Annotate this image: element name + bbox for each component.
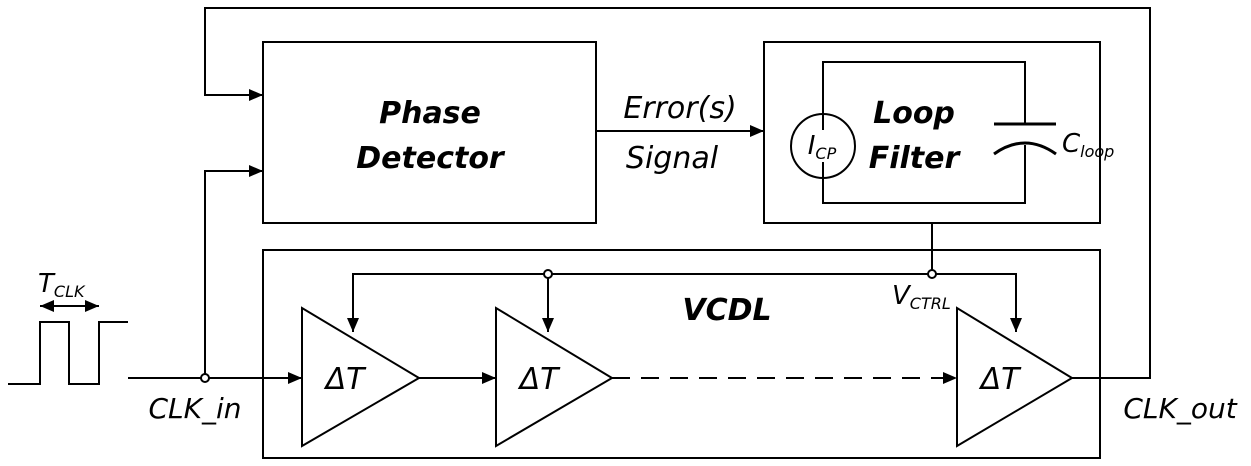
current-source-label: ICP xyxy=(808,131,837,163)
junction-control-tap xyxy=(543,269,553,279)
loop-filter-label-2: Filter xyxy=(869,141,962,176)
error-signal-label-1: Error(s) xyxy=(623,91,736,126)
clk-in-label: CLK_in xyxy=(148,392,241,425)
junction-vctrl xyxy=(927,269,937,279)
clk-in-to-pd-wire xyxy=(204,165,263,378)
current-source-sub: CP xyxy=(815,144,836,163)
delay-cell-1-label: ΔT xyxy=(324,362,368,397)
clock-waveform xyxy=(8,321,128,385)
control-bus xyxy=(352,273,1022,332)
current-source-main: I xyxy=(808,131,816,161)
vctrl-sub: CTRL xyxy=(910,294,951,313)
delay-cell-3 xyxy=(956,306,1074,448)
clk-out-label: CLK_out xyxy=(1123,392,1237,425)
error-signal-label-2: Signal xyxy=(626,141,719,176)
loop-filter-label-1: Loop xyxy=(873,96,955,131)
junction-clk-in xyxy=(200,373,210,383)
delay-cell-2-label: ΔT xyxy=(518,362,562,397)
phase-detector-label-2: Detector xyxy=(356,141,506,176)
phase-detector-label-1: Phase xyxy=(379,96,481,131)
loop-filter-inner-wire xyxy=(822,61,1026,204)
feedback-wire xyxy=(204,7,1151,379)
capacitor-label: Cloop xyxy=(1062,129,1114,161)
vcdl-label: VCDL xyxy=(682,293,771,328)
t-clk-main: T xyxy=(38,269,56,299)
t-clk-label: TCLK xyxy=(38,269,86,301)
vcdl-box xyxy=(262,249,1101,459)
capacitor-sub: loop xyxy=(1080,142,1114,161)
vctrl-main: V xyxy=(892,281,912,311)
t-clk-sub: CLK xyxy=(54,282,86,301)
delay-cell-1 xyxy=(301,306,421,448)
vctrl-label: VCTRL xyxy=(892,281,951,313)
capacitor-main: C xyxy=(1062,129,1081,159)
phase-detector-box xyxy=(262,41,597,224)
capacitor-plate-bottom xyxy=(993,141,1057,156)
delay-cell-3-label: ΔT xyxy=(979,362,1023,397)
current-source-circle xyxy=(790,113,856,179)
